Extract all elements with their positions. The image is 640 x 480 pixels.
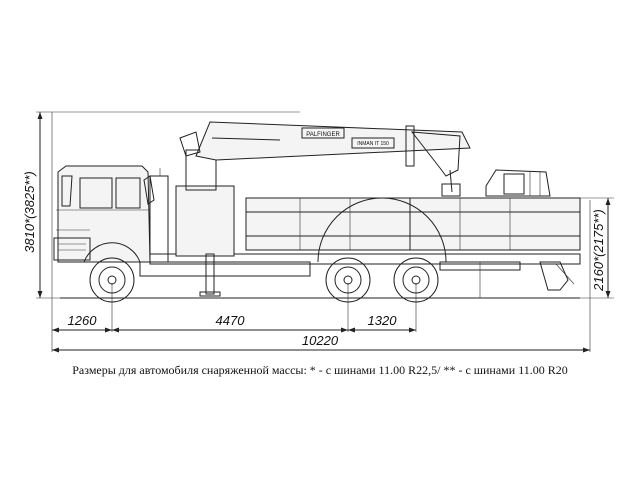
chassis-frame [139,253,581,298]
dim-wheelbase: 4470 [216,313,246,328]
dimensions-caption: Размеры для автомобиля снаряженной массы… [72,363,568,377]
rear-wheel-arch [317,197,447,263]
outrigger [199,253,221,297]
extension-lines [36,111,614,352]
cargo-platform [245,197,581,251]
rear-wheel-1 [325,257,371,303]
dim-rear-axle-spacing: 1320 [368,313,398,328]
dim-overall-length: 10220 [302,333,339,348]
dim-overall-height: 3810*(3825**) [22,171,37,253]
crane: PALFINGER INMAN IT 150 [175,121,471,257]
front-wheel-arch [83,242,141,263]
work-basket [485,169,551,197]
dimension-lines [37,112,611,353]
dim-platform-height: 2160*(2175**) [591,209,606,292]
rear-wheel-2 [393,257,439,303]
crane-model-label: INMAN IT 150 [357,141,389,147]
truck-cab [53,165,169,263]
front-wheel [89,257,135,303]
crane-brand-label: PALFINGER [306,132,340,138]
dim-front-overhang: 1260 [68,313,98,328]
